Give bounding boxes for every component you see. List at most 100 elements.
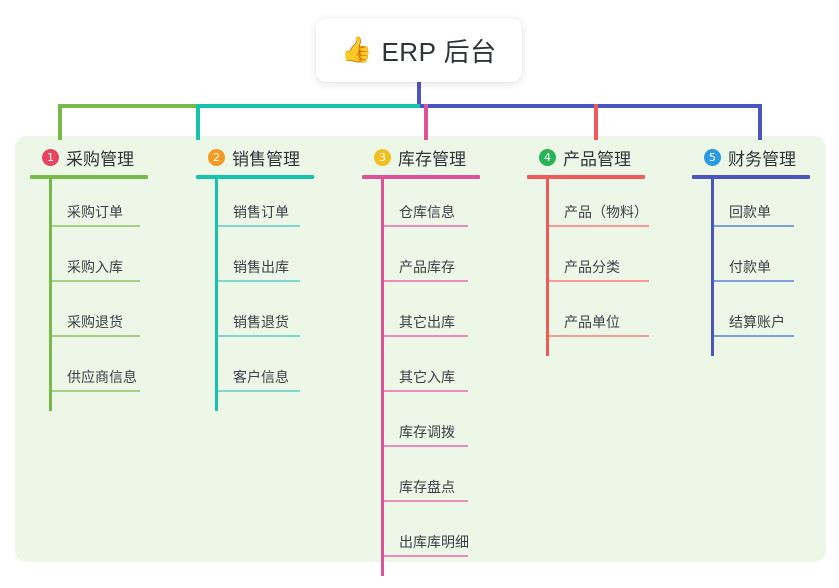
branch-header-product[interactable]: 4 产品管理	[527, 144, 645, 170]
branch-item-rule	[218, 335, 300, 337]
branch-item-rule	[52, 335, 140, 337]
branch-item-label: 回款单	[729, 204, 771, 220]
blue-segment	[420, 104, 762, 108]
branch-header-finance[interactable]: 5 财务管理	[692, 144, 810, 170]
branch-item[interactable]: 采购退货	[52, 289, 148, 344]
branch-badge-purchase: 1	[42, 148, 59, 166]
branch-rule-finance	[692, 175, 810, 179]
branch-item-rule	[714, 225, 794, 227]
branch-item[interactable]: 库存调拨	[384, 399, 480, 454]
branch-badge-inventory: 3	[374, 148, 391, 166]
drop-product	[594, 104, 598, 140]
branch-item-rule	[52, 390, 140, 392]
branch-item[interactable]: 供应商信息	[52, 344, 148, 399]
branch-rule-sales	[196, 175, 314, 179]
branch-item-rule	[714, 280, 794, 282]
branch-item[interactable]: 付款单	[714, 234, 810, 289]
branch-item-label: 客户信息	[233, 369, 289, 385]
root-connector-stem	[417, 80, 421, 106]
branch-item-label: 供应商信息	[67, 369, 137, 385]
branch-item-label: 其它入库	[399, 369, 455, 385]
branch-header-sales[interactable]: 2 销售管理	[196, 144, 314, 170]
branch-item[interactable]: 销售出库	[218, 234, 314, 289]
branch-title-finance: 财务管理	[728, 149, 796, 169]
branch-title-sales: 销售管理	[232, 149, 300, 169]
drop-inventory	[424, 104, 428, 140]
branch-column-finance: 5 财务管理回款单付款单结算账户	[692, 144, 810, 356]
branch-spine-product	[546, 179, 549, 356]
branch-item[interactable]: 采购入库	[52, 234, 148, 289]
branch-column-sales: 2 销售管理销售订单销售出库销售退货客户信息	[196, 144, 314, 411]
branch-item-label: 结算账户	[729, 314, 785, 330]
branch-spine-inventory	[381, 179, 384, 576]
branch-item-rule	[384, 500, 468, 502]
branch-item-rule	[218, 390, 300, 392]
branch-item-rule	[549, 335, 649, 337]
branch-spine-sales	[215, 179, 218, 411]
branch-title-product: 产品管理	[563, 149, 631, 169]
branch-item-label: 仓库信息	[399, 204, 455, 220]
branch-item-rule	[52, 225, 140, 227]
branch-item-label: 采购退货	[67, 314, 123, 330]
branch-item[interactable]: 采购订单	[52, 179, 148, 234]
branch-item[interactable]: 产品单位	[549, 289, 649, 344]
teal-segment	[196, 104, 424, 108]
branch-item[interactable]: 结算账户	[714, 289, 810, 344]
drop-purchase	[58, 104, 62, 140]
branch-item[interactable]: 产品（物料）	[549, 179, 649, 234]
drop-finance	[758, 104, 762, 140]
branch-item-rule	[218, 280, 300, 282]
branch-rule-product	[527, 175, 645, 179]
branch-rule-purchase	[30, 175, 148, 179]
branch-item-label: 库存盘点	[399, 479, 455, 495]
thumbs-up-icon: 👍	[341, 35, 373, 64]
branch-item[interactable]: 出库库明细	[384, 509, 480, 564]
drop-sales	[196, 104, 200, 140]
root-node-card[interactable]: 👍 ERP 后台	[316, 18, 522, 82]
branch-rule-inventory	[362, 175, 480, 179]
branch-item-label: 采购入库	[67, 259, 123, 275]
branch-item-label: 库存调拨	[399, 424, 455, 440]
branch-item[interactable]: 其它出库	[384, 289, 480, 344]
branch-badge-product: 4	[539, 148, 556, 166]
branch-item[interactable]: 仓库信息	[384, 179, 480, 234]
branch-items-purchase: 采购订单采购入库采购退货供应商信息	[30, 179, 148, 411]
branch-item-rule	[52, 280, 140, 282]
branch-item-label: 出库库明细	[399, 534, 469, 550]
branch-item[interactable]: 库存盘点	[384, 454, 480, 509]
branch-item[interactable]: 回款单	[714, 179, 810, 234]
branch-item-rule	[218, 225, 300, 227]
branch-item-label: 销售退货	[233, 314, 289, 330]
branch-items-finance: 回款单付款单结算账户	[692, 179, 810, 356]
branch-item[interactable]: 销售订单	[218, 179, 314, 234]
branch-item-label: 产品库存	[399, 259, 455, 275]
branch-item-rule	[384, 225, 468, 227]
branch-spine-purchase	[49, 179, 52, 411]
branch-item[interactable]: 产品库存	[384, 234, 480, 289]
branch-item-label: 产品单位	[564, 314, 620, 330]
branch-badge-finance: 5	[704, 148, 721, 166]
branch-item[interactable]: 产品分类	[549, 234, 649, 289]
branch-item[interactable]: 客户信息	[218, 344, 314, 399]
branch-item-rule	[384, 390, 468, 392]
branches-panel	[15, 136, 826, 562]
branch-item-rule	[384, 335, 468, 337]
branch-badge-sales: 2	[208, 148, 225, 166]
branch-item-label: 其它出库	[399, 314, 455, 330]
branch-item-rule	[384, 280, 468, 282]
branch-item-label: 产品分类	[564, 259, 620, 275]
branch-item[interactable]: 其它入库	[384, 344, 480, 399]
branch-item-rule	[714, 335, 794, 337]
green-segment	[58, 104, 198, 108]
branch-item-label: 产品（物料）	[564, 204, 648, 220]
page-title: ERP 后台	[381, 36, 497, 67]
branch-spine-finance	[711, 179, 714, 356]
branch-item-rule	[384, 445, 468, 447]
branch-item[interactable]: 销售退货	[218, 289, 314, 344]
branch-item-rule	[384, 555, 468, 557]
